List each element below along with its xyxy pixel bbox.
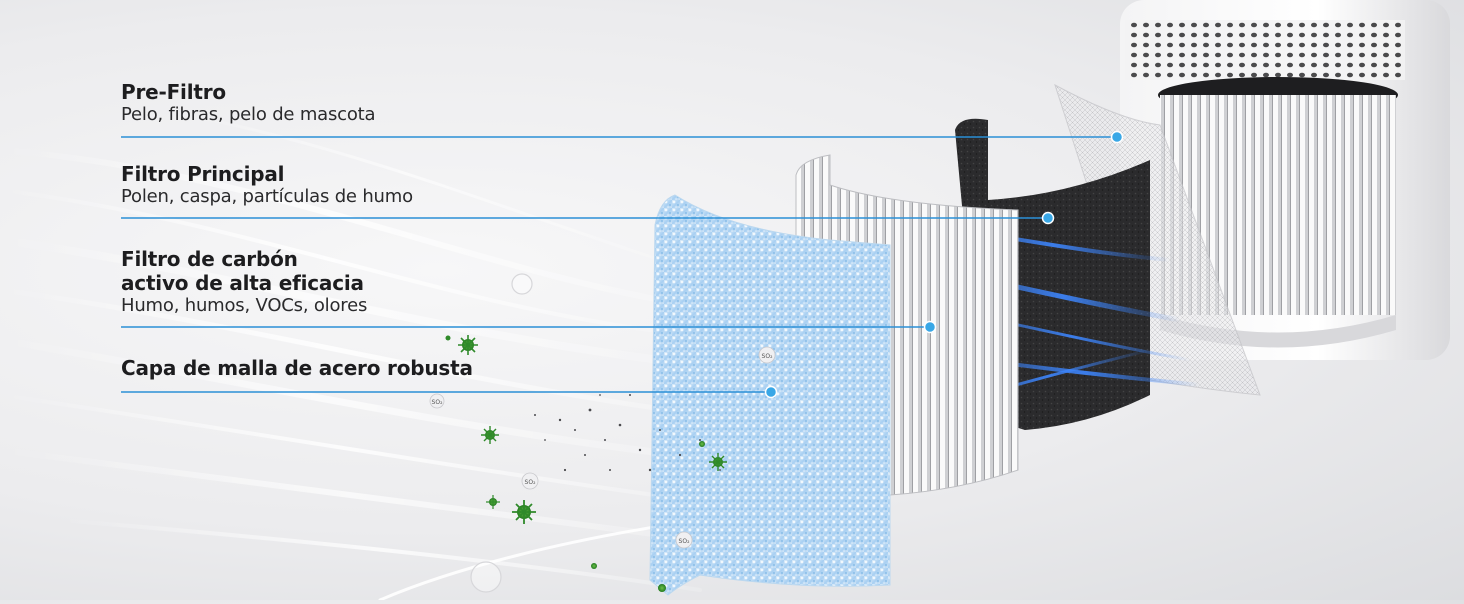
so2-label: SO₂ [679,538,691,545]
so2-molecule-icon [429,393,445,409]
virus-icon [591,563,597,569]
carbon-filter-label: Filtro de carbón activo de alta eficacia… [121,247,367,317]
virus-icon [445,335,451,341]
so2-molecule-icon [521,472,539,490]
virus-particles [445,335,727,592]
prefilter-description: Pelo, fibras, pelo de mascota [121,104,376,125]
leader-lines [121,130,1124,399]
main-filter-title: Filtro Principal [121,162,285,186]
virus-icon [709,453,727,471]
bubble-icon [511,273,533,295]
virus-icon [658,584,666,592]
leader-dot-mesh [764,385,778,399]
steel-mesh-title: Capa de malla de acero robusta [121,356,473,380]
gas-molecules: SO₂ SO₂ SO₂ SO₂ [429,273,776,593]
virus-icon [458,335,478,355]
virus-icon [481,426,499,444]
carbon-filter-title-line2: activo de alta eficacia [121,271,364,295]
leader-dot-carbon [923,320,937,334]
virus-icon [486,495,500,509]
carbon-filter-title-line1: Filtro de carbón [121,247,298,271]
steel-mesh-label: Capa de malla de acero robusta [121,356,473,380]
leader-dot-main [1041,211,1055,225]
airflow-streaks [0,108,703,602]
dust-particles [534,394,721,472]
so2-label: SO₂ [525,479,537,486]
prefilter-label: Pre-Filtro Pelo, fibras, pelo de mascota [121,80,376,126]
vent-holes [1125,20,1405,80]
so2-molecule-icon [758,346,776,364]
main-filter-label: Filtro Principal Polen, caspa, partícula… [121,162,413,208]
carbon-filter-description: Humo, humos, VOCs, olores [121,295,368,316]
so2-label: SO₂ [762,353,774,360]
bubble-icon [470,561,502,593]
prefilter-title: Pre-Filtro [121,80,226,104]
virus-icon [512,500,536,524]
leader-dot-prefilter [1110,130,1124,144]
main-filter-description: Polen, caspa, partículas de humo [121,186,413,207]
virus-icon [699,441,705,447]
so2-molecule-icon [675,531,693,549]
so2-label: SO₂ [432,399,444,406]
